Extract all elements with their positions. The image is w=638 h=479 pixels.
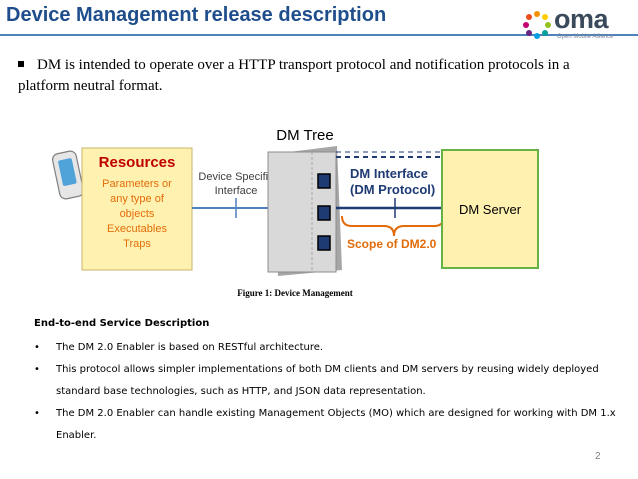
resources-line: Traps [123, 238, 151, 250]
dm-server-label: DM Server [459, 202, 522, 217]
resources-line: any type of [110, 193, 165, 205]
resources-box [81, 147, 193, 271]
section-heading: End-to-end Service Description [34, 318, 210, 329]
intro-text: DM is intended to operate over a HTTP tr… [18, 57, 570, 94]
dm-server-box [441, 149, 539, 269]
square-bullet-icon [18, 60, 24, 67]
intro-bullet: DM is intended to operate over a HTTP tr… [18, 55, 618, 97]
oma-dots-icon [523, 11, 551, 39]
resources-line: objects [120, 208, 155, 220]
figure-caption: Figure 1: Device Management [237, 288, 353, 298]
oma-logo: oma Open Mobile Alliance [520, 4, 632, 42]
resources-line: Executables [107, 223, 167, 235]
title-divider [0, 34, 638, 36]
dm-tree-label: DM Tree [276, 127, 334, 144]
device-management-diagram: Resources Parameters or any type of obje… [51, 127, 539, 298]
page-number: 2 [595, 451, 601, 462]
list-item: The DM 2.0 Enabler is based on RESTful a… [34, 337, 624, 359]
device-specific-label: Interface [215, 185, 258, 197]
slide-title: Device Management release description [6, 4, 387, 26]
dm-tree-node [317, 205, 331, 221]
dm-tree-node [317, 235, 331, 251]
oma-tagline: Open Mobile Alliance [557, 34, 614, 40]
dm-interface-label: DM Interface [350, 166, 428, 181]
device-specific-label: Device Specific [198, 171, 274, 183]
resources-line: Parameters or [102, 178, 172, 190]
service-description: End-to-end Service Description The DM 2.… [34, 318, 624, 447]
list-item: The DM 2.0 Enabler can handle existing M… [34, 403, 624, 447]
scope-brace [341, 215, 445, 237]
dm-tree-node [317, 173, 331, 189]
mobile-phone-icon [51, 150, 85, 200]
scope-label: Scope of DM2.0 [347, 237, 437, 251]
list-item: This protocol allows simpler implementat… [34, 359, 624, 403]
resources-title: Resources [99, 154, 176, 171]
dm-interface-label: (DM Protocol) [350, 182, 435, 197]
oma-wordmark: oma [554, 4, 609, 34]
